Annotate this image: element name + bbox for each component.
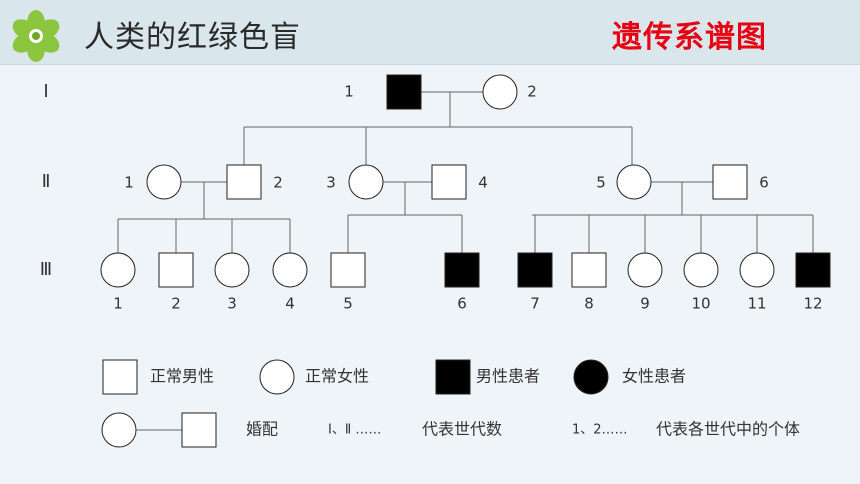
individual-number: 9 (640, 295, 650, 313)
normal-female-symbol (482, 74, 518, 110)
individual-number: 5 (343, 295, 353, 313)
normal-female-symbol (272, 252, 308, 288)
individual-number: 7 (530, 295, 540, 313)
individual-number: 6 (759, 174, 769, 192)
normal-female-symbol (214, 252, 250, 288)
affected-male-symbol (795, 252, 831, 288)
legend-affected-male-label: 男性患者 (476, 367, 540, 386)
generation-label-3: Ⅲ (40, 259, 52, 280)
individual-number: 12 (803, 295, 822, 313)
legend-affected-female-label: 女性患者 (622, 367, 686, 386)
legend-marriage-female-symbol (101, 412, 137, 448)
individual-number: 1 (113, 295, 123, 313)
normal-female-symbol (616, 164, 652, 200)
header-bar: 人类的红绿色盲 遗传系谱图 (0, 0, 860, 65)
individual-number: 4 (478, 174, 488, 192)
individual-number: 1 (124, 174, 134, 192)
normal-male-symbol (571, 252, 607, 288)
normal-male-symbol (431, 164, 467, 200)
legend-generation-numerals: Ⅰ、Ⅱ …… (328, 423, 381, 438)
normal-female-symbol (146, 164, 182, 200)
individual-number: 3 (326, 174, 336, 192)
individual-number: 10 (691, 295, 710, 313)
page-subtitle: 遗传系谱图 (612, 20, 767, 55)
legend-individual-numerals: 1、2…… (572, 423, 628, 438)
individual-number: 2 (273, 174, 283, 192)
legend-marriage-male-symbol (181, 412, 217, 448)
normal-male-symbol (158, 252, 194, 288)
normal-female-symbol (348, 164, 384, 200)
normal-female-symbol (100, 252, 136, 288)
legend-individual-meaning: 代表各世代中的个体 (656, 420, 800, 439)
legend-normal-female-symbol (259, 359, 295, 395)
normal-male-symbol (226, 164, 262, 200)
generation-labels: Ⅰ Ⅱ Ⅲ (40, 81, 52, 280)
legend-marriage-label: 婚配 (246, 420, 278, 439)
legend-affected-male-symbol (435, 359, 471, 395)
affected-male-symbol (386, 74, 422, 110)
legend-normal-male-symbol (102, 359, 138, 395)
individual-number: 6 (457, 295, 467, 313)
individual-number: 8 (584, 295, 594, 313)
individual-number: 11 (747, 295, 766, 313)
normal-female-symbol (683, 252, 719, 288)
individual-number: 3 (227, 295, 237, 313)
generation-label-2: Ⅱ (42, 171, 51, 192)
normal-female-symbol (627, 252, 663, 288)
pedigree-lines (117, 91, 814, 253)
individual-number: 4 (285, 295, 295, 313)
green-flower-logo-icon (12, 10, 60, 62)
individual-number: 1 (344, 83, 354, 101)
generation-label-1: Ⅰ (43, 81, 48, 102)
individual-number: 2 (527, 83, 537, 101)
legend-normal-male-label: 正常男性 (150, 367, 214, 386)
affected-male-symbol (444, 252, 480, 288)
normal-female-symbol (739, 252, 775, 288)
legend-generation-meaning: 代表世代数 (422, 420, 502, 439)
page-title: 人类的红绿色盲 (84, 20, 301, 55)
individual-number: 2 (171, 295, 181, 313)
individual-number: 5 (596, 174, 606, 192)
affected-male-symbol (517, 252, 553, 288)
legend-affected-female-symbol (573, 359, 609, 395)
legend-normal-female-label: 正常女性 (305, 367, 369, 386)
normal-male-symbol (712, 164, 748, 200)
normal-male-symbol (330, 252, 366, 288)
